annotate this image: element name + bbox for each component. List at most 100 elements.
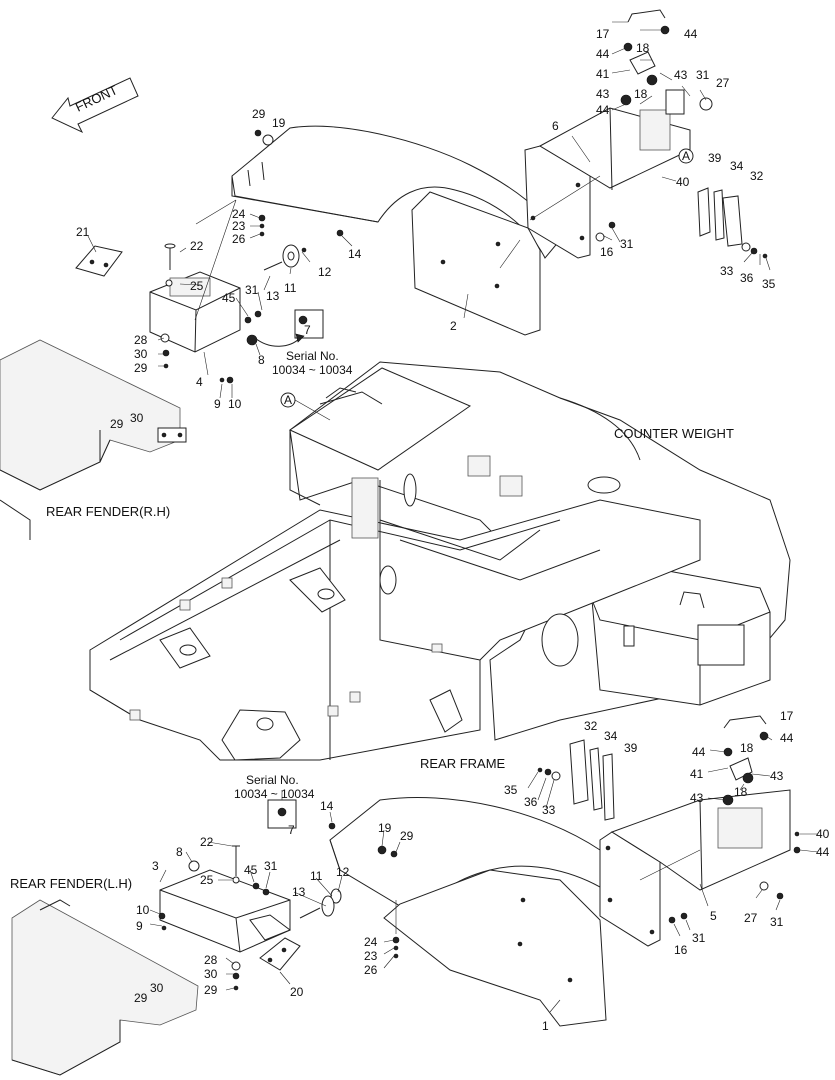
svg-text:A: A <box>284 393 292 407</box>
callout: 32 <box>750 169 764 183</box>
callout: 29 <box>110 417 124 431</box>
callout: 27 <box>744 911 758 925</box>
callout: 44 <box>596 47 610 61</box>
callout: 31 <box>264 859 278 873</box>
callout: 29 <box>400 829 414 843</box>
callout: 5 <box>710 909 717 923</box>
callout: 24 <box>232 207 246 221</box>
callout: 29 <box>134 991 148 1005</box>
callout: 21 <box>76 225 90 239</box>
counter-weight-label: COUNTER WEIGHT <box>614 426 734 441</box>
callout: 30 <box>150 981 164 995</box>
callout: 16 <box>674 943 688 957</box>
callout: 29 <box>134 361 148 375</box>
rear-frame-label: REAR FRAME <box>420 756 506 771</box>
callout: 13 <box>266 289 280 303</box>
callout: 17 <box>780 709 794 723</box>
callout: 41 <box>596 67 610 81</box>
serial-note-top-line2: 10034 ~ 10034 <box>272 363 353 377</box>
rear-fender-rh-assembly: A <box>75 9 771 419</box>
callout: 24 <box>364 935 378 949</box>
callout: 23 <box>364 949 378 963</box>
callout: 8 <box>176 845 183 859</box>
callout: 31 <box>770 915 784 929</box>
callout: 27 <box>716 76 730 90</box>
callout: 20 <box>290 985 304 999</box>
front-arrow-icon: FRONT <box>51 77 139 134</box>
callout: 45 <box>222 291 236 305</box>
callout: 43 <box>690 791 704 805</box>
callout: 39 <box>708 151 722 165</box>
callout: 44 <box>596 103 610 117</box>
callout: 43 <box>674 68 688 82</box>
callout: 29 <box>252 107 266 121</box>
callout: 33 <box>542 803 556 817</box>
callout: 31 <box>696 68 710 82</box>
callout: 9 <box>214 397 221 411</box>
callout: 36 <box>740 271 754 285</box>
callout: 6 <box>552 119 559 133</box>
callout: 44 <box>692 745 706 759</box>
serial-note-top-part: 7 <box>304 323 311 337</box>
callout: 22 <box>190 239 204 253</box>
callout: 11 <box>310 869 323 883</box>
callouts-bottom: 32 34 39 17 44 44 18 41 43 43 18 35 36 3… <box>134 709 830 1033</box>
callout: 40 <box>676 175 690 189</box>
callout: 30 <box>134 347 148 361</box>
callout: 34 <box>730 159 744 173</box>
callout: 23 <box>232 219 246 233</box>
rear-fender-rh-label: REAR FENDER(R.H) <box>46 504 170 519</box>
callout: 29 <box>204 983 218 997</box>
callout: 13 <box>292 885 306 899</box>
callout: 12 <box>318 265 332 279</box>
callout: 26 <box>232 232 246 246</box>
callout: 45 <box>244 863 258 877</box>
callout: 26 <box>364 963 378 977</box>
callout: 34 <box>604 729 618 743</box>
callout: 14 <box>348 247 362 261</box>
rear-fender-lh-body <box>11 899 199 1076</box>
callout: 16 <box>600 245 614 259</box>
callout: 36 <box>524 795 538 809</box>
callout: 10 <box>228 397 242 411</box>
callout: 18 <box>636 41 650 55</box>
callout: 22 <box>200 835 214 849</box>
callout: 44 <box>780 731 794 745</box>
callout: 44 <box>684 27 698 41</box>
callout: 39 <box>624 741 638 755</box>
callout: 43 <box>770 769 784 783</box>
callout: 18 <box>634 87 648 101</box>
rear-frame: A <box>89 361 791 761</box>
callout: 9 <box>136 919 143 933</box>
callout: 25 <box>190 279 204 293</box>
callout: 18 <box>734 785 748 799</box>
callout: 14 <box>320 799 334 813</box>
callout: 2 <box>450 319 457 333</box>
callout: 11 <box>284 281 297 295</box>
callout: 41 <box>690 767 704 781</box>
callout: 28 <box>204 953 218 967</box>
callout: 19 <box>272 116 286 130</box>
callout: 18 <box>740 741 754 755</box>
callout: 19 <box>378 821 392 835</box>
callout: 33 <box>720 264 734 278</box>
rear-fender-lh-label: REAR FENDER(L.H) <box>10 876 132 891</box>
callout: 31 <box>692 931 706 945</box>
serial-note-bottom-line2: 10034 ~ 10034 <box>234 787 315 801</box>
callout: 10 <box>136 903 150 917</box>
svg-text:A: A <box>682 149 690 163</box>
callout: 25 <box>200 873 214 887</box>
callout: 35 <box>762 277 776 291</box>
callout: 40 <box>816 827 830 841</box>
rear-fender-lh-assembly <box>132 715 819 1027</box>
callout: 31 <box>245 283 259 297</box>
callout: 32 <box>584 719 598 733</box>
callout: 31 <box>620 237 634 251</box>
callout: 30 <box>204 967 218 981</box>
callout: 1 <box>542 1019 549 1033</box>
callout: 28 <box>134 333 148 347</box>
serial-note-top-line1: Serial No. <box>286 349 339 363</box>
callout: 3 <box>152 859 159 873</box>
callout: 17 <box>596 27 610 41</box>
